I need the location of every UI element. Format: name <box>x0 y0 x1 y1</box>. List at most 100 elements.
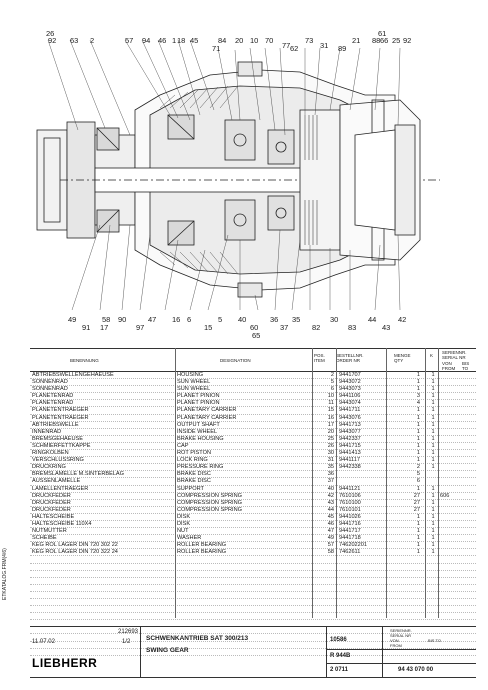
part-order-number: 9441413 <box>339 450 361 457</box>
part-k: 1 <box>431 499 435 506</box>
callout-number: 15 <box>204 323 213 332</box>
callout-number: 21 <box>352 36 361 45</box>
part-position: 35 <box>327 464 334 471</box>
part-name: KEG ROL LAGER DIN 720 302 22 <box>32 542 118 549</box>
part-position: 36 <box>327 471 334 478</box>
callout-number: 17 <box>100 323 109 332</box>
part-k: 1 <box>431 485 435 492</box>
part-quantity: 1 <box>416 450 420 457</box>
part-quantity: 1 <box>416 457 420 464</box>
part-designation: BRAKE DISC <box>177 478 211 485</box>
part-position: 26 <box>327 442 334 449</box>
part-order-number: 9441716 <box>339 520 361 527</box>
callout-number: 30 <box>330 315 339 324</box>
part-k: 1 <box>431 520 435 527</box>
part-k: 1 <box>431 407 435 414</box>
header-serial: SERIENNR. SERIAL NR <box>442 350 467 360</box>
part-designation: PRESSURE RING <box>177 464 224 471</box>
callout-number: 94 <box>142 36 151 45</box>
part-order-number: 9443076 <box>339 414 361 421</box>
callout-number: 83 <box>348 323 357 332</box>
header-bis: BIS TO <box>462 361 470 371</box>
header-designation: DESIGNATION <box>220 358 251 363</box>
part-quantity: 27 <box>413 499 420 506</box>
part-k: 1 <box>431 549 435 556</box>
callout-number: 18 <box>177 36 186 45</box>
part-designation: INSIDE WHEEL <box>177 428 218 435</box>
header-pos: POS. ITEM <box>314 353 325 363</box>
part-quantity: 1 <box>416 407 420 414</box>
part-k: 1 <box>431 442 435 449</box>
callout-number: 5 <box>218 315 223 324</box>
part-designation: COMPRESSION SPRING <box>177 499 242 506</box>
callout-number: 65 <box>252 331 261 340</box>
header-qty: MENGE QTY <box>394 353 411 363</box>
part-quantity: 1 <box>416 386 420 393</box>
part-order-number: 746202201 <box>339 542 367 549</box>
part-quantity: 1 <box>416 542 420 549</box>
empty-table-row <box>30 634 476 642</box>
empty-table-row <box>30 585 476 592</box>
part-name: SONNENRAD <box>32 386 68 393</box>
part-quantity: 2 <box>416 464 420 471</box>
part-designation: COMPRESSION SPRING <box>177 492 242 499</box>
part-k: 1 <box>431 492 435 499</box>
callout-number: 89 <box>338 44 347 53</box>
callout-number: 57 <box>125 36 134 45</box>
part-name: BREMSGEHAEUSE <box>32 435 83 442</box>
part-k: 1 <box>431 528 435 535</box>
part-designation: NUT <box>177 528 189 535</box>
part-quantity: 1 <box>416 442 420 449</box>
title-block: 212693 11.07.02 1/2 LIEBHERR SCHWENKANTR… <box>30 626 476 678</box>
part-position: 45 <box>327 513 334 520</box>
part-number: 94 43 070 00 <box>398 667 434 673</box>
part-position: 16 <box>327 414 334 421</box>
part-position: 15 <box>327 407 334 414</box>
callout-number: 82 <box>312 323 321 332</box>
callout-number: 6 <box>187 315 192 324</box>
callout-number: 37 <box>280 323 289 332</box>
callout-number: 42 <box>398 315 407 324</box>
callout-number: 2 <box>90 36 95 45</box>
callout-number: 58 <box>102 315 111 324</box>
callout-number: 49 <box>68 315 77 324</box>
part-position: 11 <box>328 400 334 407</box>
part-designation: OUTPUT SHAFT <box>177 421 220 428</box>
part-designation: COMPRESSION SPRING <box>177 506 242 513</box>
part-position: 44 <box>327 506 334 513</box>
callout-number: 77 <box>282 41 291 50</box>
part-designation: HOUSING <box>177 372 204 378</box>
part-name: LAMELLENTRAEGER <box>32 485 89 492</box>
part-name: SONNENRAD <box>32 379 68 386</box>
doc-date: 11.07.02 <box>32 639 55 645</box>
footer-serial-label: SERIENNR. SERIAL NR <box>390 628 412 638</box>
callout-number: 88 <box>372 36 381 45</box>
callout-number: 63 <box>70 36 79 45</box>
part-position: 17 <box>327 421 334 428</box>
part-k: 1 <box>431 414 435 421</box>
part-designation: LOCK RING <box>177 457 208 464</box>
swing-gear-section-drawing <box>36 39 440 311</box>
part-position: 25 <box>327 435 334 442</box>
part-order-number: 7610101 <box>339 506 361 513</box>
part-order-number: 9442337 <box>339 435 361 442</box>
part-quantity: 1 <box>416 435 420 442</box>
part-name: DRUCKRING <box>32 464 66 471</box>
table-empty-rows <box>30 556 476 656</box>
empty-table-row <box>30 592 476 599</box>
callout-number: 46 <box>158 36 167 45</box>
